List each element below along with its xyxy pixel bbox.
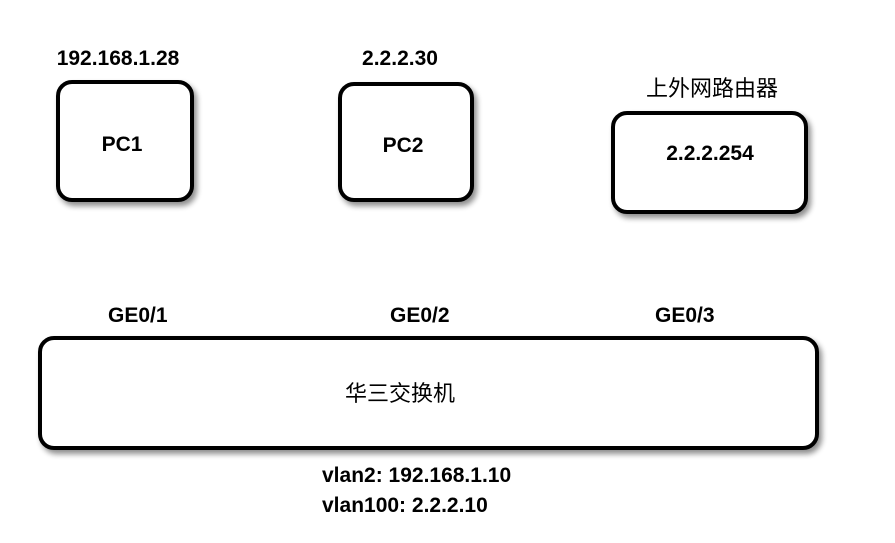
- ge0-1-port-label: GE0/1: [108, 304, 168, 327]
- pc1-name-label: PC1: [102, 133, 143, 156]
- switch-box: [38, 336, 819, 450]
- switch-name-label: 华三交换机: [345, 382, 455, 407]
- pc2-name-label: PC2: [383, 134, 424, 157]
- pc2-ip-label: 2.2.2.30: [362, 47, 438, 70]
- vlan100-ip-label: vlan100: 2.2.2.10: [322, 494, 488, 517]
- pc1-box: [56, 80, 194, 202]
- router-ip-label: 2.2.2.254: [666, 142, 754, 165]
- pc1-ip-label: 192.168.1.28: [57, 47, 180, 70]
- router-title-label: 上外网路由器: [646, 77, 778, 102]
- router-box: [611, 111, 808, 214]
- ge0-2-port-label: GE0/2: [390, 304, 450, 327]
- ge0-3-port-label: GE0/3: [655, 304, 715, 327]
- vlan2-ip-label: vlan2: 192.168.1.10: [322, 464, 511, 487]
